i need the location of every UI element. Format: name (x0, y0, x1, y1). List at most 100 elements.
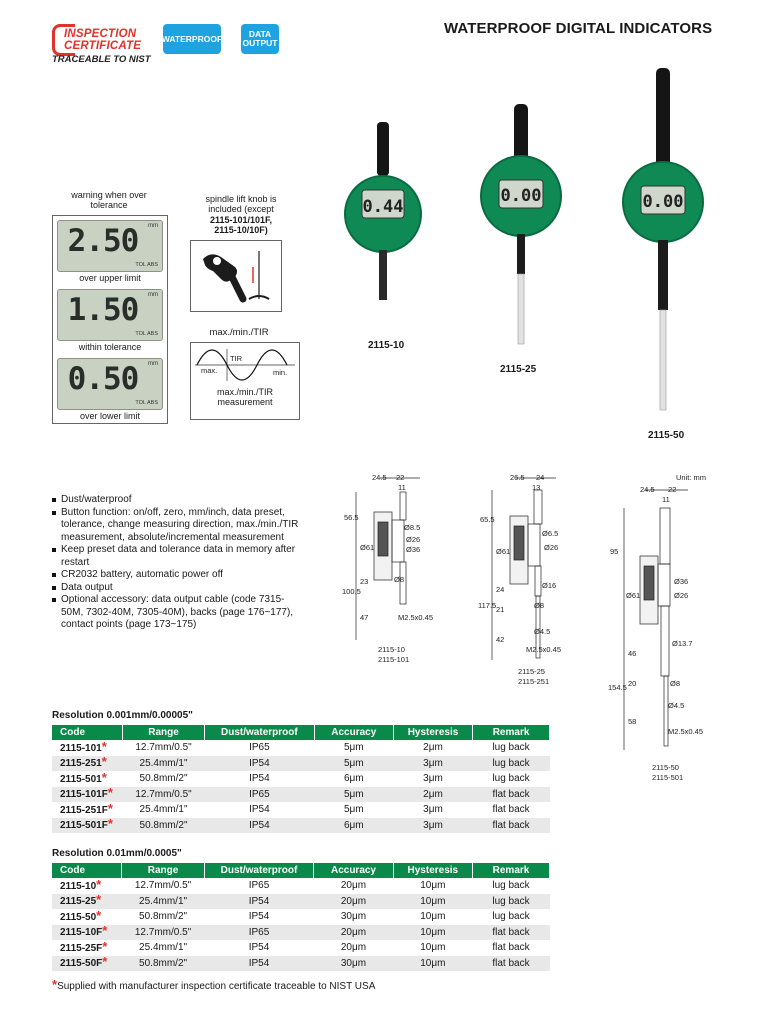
tir-diagram-box: max. TIR min. max./min./TIR measurement (190, 342, 300, 420)
lcd-screen-within: 1.50 mm TOL ABS (57, 288, 163, 341)
table-cell: 30μm (340, 911, 367, 923)
table-cell: 5μm (343, 804, 364, 816)
table-cell: 3μm (423, 804, 443, 816)
certificate-star-icon: * (102, 938, 108, 954)
d2-label: Ø26 (544, 543, 558, 552)
col-range: Range (121, 863, 205, 878)
spec-table-standard: Code Range Dust/waterproof Accuracy Hyst… (52, 863, 550, 971)
feature-item: Optional accessory: data output cable (c… (52, 594, 302, 632)
d3-model: 2115-501 (652, 773, 683, 782)
cell-code: 2115-101* (52, 740, 123, 756)
lcd-value-within: 1.50 (67, 291, 140, 328)
d2-label: 13 (532, 483, 540, 492)
lcd-screen-upper: 2.50 mm TOL ABS (57, 219, 163, 272)
table-cell: IP65 (204, 924, 314, 940)
table-cell: 6μm (314, 817, 394, 833)
d1-label: 47 (360, 613, 368, 622)
tir-diagram: max. TIR min. (195, 349, 295, 381)
code-text: 2115-101 (60, 742, 102, 754)
display-2115-10: 0.44 (363, 197, 404, 217)
lcd-unit-upper: mm (148, 222, 158, 229)
spindle-note: spindle lift knob is included (except 21… (188, 194, 294, 235)
waterproof-badge-text: WATERPROOF (161, 33, 223, 44)
code-text: 2115-25 (60, 896, 97, 908)
table-cell: IP54 (249, 773, 270, 785)
table-cell: flat back (472, 955, 550, 971)
cell-code: 2115-50F* (52, 955, 122, 971)
table-cell: IP54 (249, 804, 270, 816)
display-2115-50: 0.00 (643, 192, 684, 212)
data-output-badge: DATA OUTPUT (241, 24, 279, 54)
table-header-row: Code Range Dust/waterproof Accuracy Hyst… (52, 863, 550, 878)
table-cell: lug back (492, 880, 530, 892)
d2-model: 2115-25 (518, 667, 545, 676)
table-cell: 5μm (314, 755, 394, 771)
code-text: 2115-251F (60, 804, 108, 816)
table-cell: flat back (472, 786, 550, 802)
d3-label: 22 (668, 485, 676, 494)
tir-title: max./min./TIR (209, 327, 269, 338)
col-hysteresis: Hysteresis (393, 863, 474, 878)
table-cell: 20μm (313, 924, 394, 940)
code-text: 2115-10F (60, 927, 103, 939)
waterproof-badge: WATERPROOF (161, 24, 223, 54)
table-cell: flat back (492, 804, 530, 816)
lcd-display-stack: 2.50 mm TOL ABS over upper limit 1.50 mm… (52, 214, 168, 424)
d1-label: Ø61 (360, 543, 374, 552)
table-cell: 12.7mm/0.5" (121, 924, 205, 940)
table-cell: IP54 (204, 955, 314, 971)
inspection-certificate-logo: INSPECTION CERTIFICATE TRACEABLE TO NIST (52, 24, 162, 68)
cell-code: 2115-10* (52, 878, 122, 894)
certificate-star-icon: * (101, 738, 107, 754)
cell-code: 2115-25* (52, 892, 122, 909)
certificate-star-icon: * (102, 923, 108, 939)
table-cell: 25.4mm/1" (122, 755, 205, 771)
d1-label: 24.5 (372, 473, 387, 482)
product-2115-10-image: 0.44 (344, 122, 422, 300)
drawing-2115-50: Unit: mm 24.5 22 11 95 Ø61 Ø36 Ø26 154.5… (608, 473, 706, 782)
feature-item: CR2032 battery, automatic power off (52, 569, 302, 582)
certificate-star-icon: * (101, 769, 107, 785)
table-cell: 10μm (393, 893, 473, 909)
display-2115-25: 0.00 (501, 186, 542, 206)
model-label-2115-25: 2115-25 (500, 364, 537, 375)
d3-label: 58 (628, 717, 636, 726)
table-cell: lug back (492, 773, 530, 785)
tir-tir-label: TIR (230, 354, 243, 363)
table-cell: 50.8mm/2" (122, 817, 205, 833)
code-text: 2115-50F (60, 958, 103, 970)
table-cell: flat back (492, 942, 530, 954)
lcd-tol-within: TOL ABS (135, 330, 158, 337)
spindle-note-line2: included (except (208, 204, 274, 215)
feature-item: Keep preset data and tolerance data in m… (52, 544, 302, 569)
certificate-star-icon: * (96, 892, 102, 908)
cell-code: 2115-50* (52, 909, 122, 925)
table-cell: 12.7mm/0.5" (135, 742, 192, 754)
feature-item: Dust/waterproof (52, 494, 302, 507)
col-dust: Dust/waterproof (204, 725, 315, 740)
d2-label: 26.5 (510, 473, 525, 482)
lcd-unit-within: mm (148, 291, 158, 298)
table-cell: 2μm (423, 742, 443, 754)
d3-label: M2.5x0.45 (668, 727, 703, 736)
tir-min-label: min. (273, 368, 287, 377)
table-cell: 50.8mm/2" (139, 911, 188, 923)
footnote-star: * (52, 977, 58, 992)
cell-code: 2115-501F* (52, 817, 123, 833)
d1-label: Ø36 (406, 545, 420, 554)
table-cell: 20μm (340, 880, 367, 892)
lcd-label-within: within tolerance (78, 341, 142, 352)
table-cell: 3μm (423, 773, 443, 785)
table2-resolution: Resolution 0.01mm/0.0005" (52, 848, 182, 859)
product-2115-50-image: 0.00 (622, 68, 704, 411)
code-text: 2115-10 (60, 880, 97, 892)
table-cell: IP54 (248, 942, 270, 954)
table-cell: 3μm (393, 817, 473, 833)
col-code: Code (52, 725, 123, 740)
